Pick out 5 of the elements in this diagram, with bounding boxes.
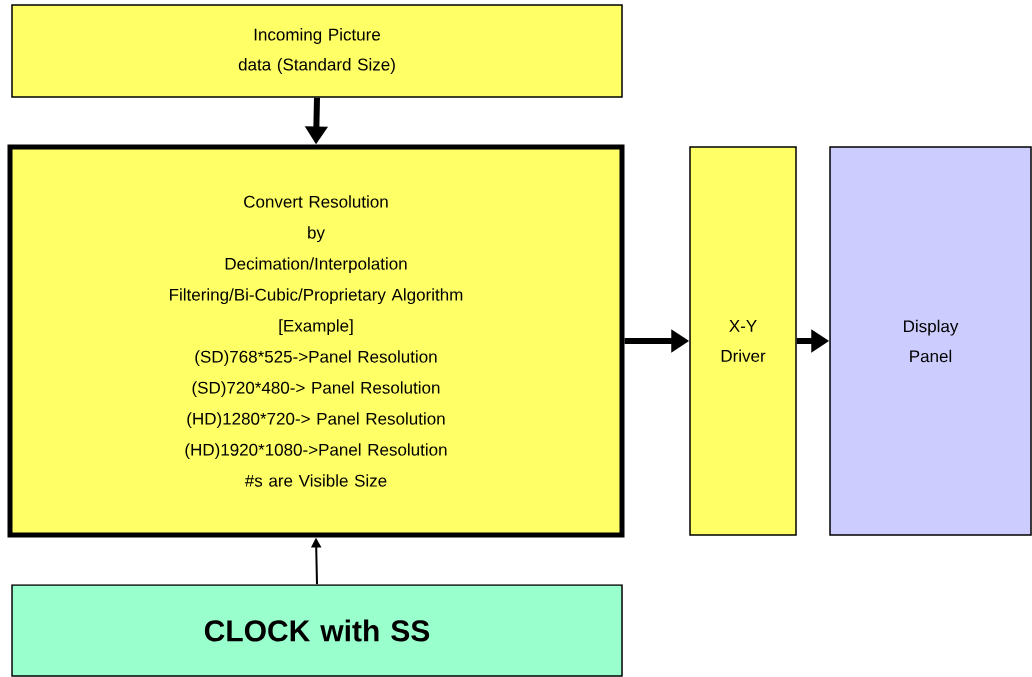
process-box: CLOCK with SS bbox=[11, 584, 623, 677]
process-box: X-Y Driver bbox=[689, 146, 797, 536]
process-box: Convert Resolution by Decimation/Interpolation Filtering/Bi-Cubic/Proprietary Algorithm [Example] (SD)768*525->Panel Resolution (SD)720*480-> Panel Resolution (HD)1280*720-> Panel Resolution (HD)1920*1080->Panel Resolution #s are Visible Size bbox=[7, 144, 625, 538]
process-box: Display Panel bbox=[829, 146, 1032, 536]
process-box: Incoming Picture data (Standard Size) bbox=[11, 4, 623, 98]
